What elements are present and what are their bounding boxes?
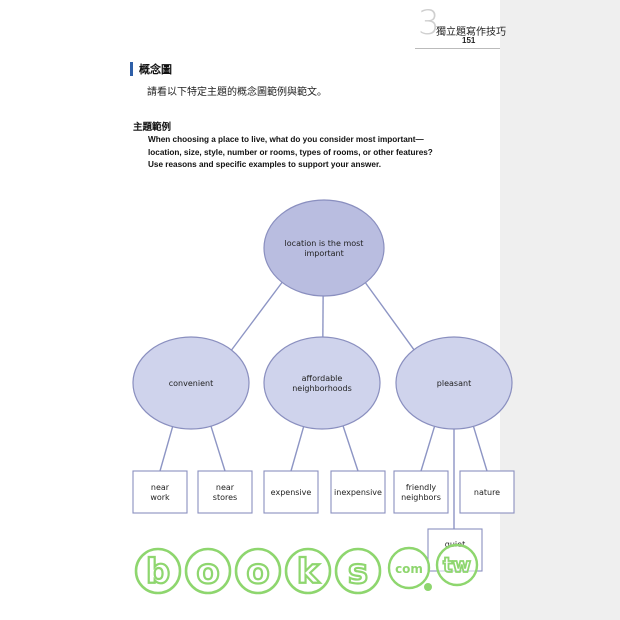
watermark-com: com xyxy=(395,562,423,576)
leaf-detail-box xyxy=(263,470,319,514)
watermark-ring xyxy=(334,547,382,595)
section-accent-bar xyxy=(130,62,133,76)
branch-concept-node xyxy=(263,336,381,430)
chapter-number: 3 xyxy=(418,3,440,43)
branch-concept-label: affordable xyxy=(302,374,343,383)
watermark-ring xyxy=(435,543,479,587)
root-concept-node xyxy=(263,199,385,297)
section-heading: 概念圖 xyxy=(130,61,172,77)
branch-concept-label: convenient xyxy=(169,379,213,388)
watermark-ring xyxy=(134,547,182,595)
topic-label: 主題範例 xyxy=(133,122,172,133)
leaf-detail-box xyxy=(393,470,449,514)
connector-line xyxy=(364,281,416,351)
watermark-letter: o xyxy=(246,552,269,592)
connector-line xyxy=(290,421,306,472)
branch-concept-node xyxy=(132,336,250,430)
chapter-title: 獨立題寫作技巧 xyxy=(436,27,506,38)
connector-line xyxy=(209,421,226,472)
leaf-detail-box xyxy=(459,470,515,514)
leaf-detail-box xyxy=(197,470,253,514)
prompt-line: location, size, style, number or rooms, … xyxy=(148,147,433,157)
page-edge-strip xyxy=(500,0,620,620)
watermark-letter: s xyxy=(348,552,368,592)
watermark-letter: o xyxy=(196,552,219,592)
leaf-detail-label: stores xyxy=(213,493,237,502)
watermark-ring xyxy=(387,546,431,590)
watermark-ring xyxy=(234,547,282,595)
header-rule xyxy=(415,48,500,49)
prompt-line: Use reasons and specific examples to sup… xyxy=(148,160,381,169)
leaf-detail-label: friendly xyxy=(406,483,437,492)
watermark-ring xyxy=(184,547,232,595)
section-intro: 請看以下特定主題的概念圖範例與範文。 xyxy=(147,87,327,98)
topic-prompt: When choosing a place to live, what do y… xyxy=(148,134,500,172)
branch-concept-label: pleasant xyxy=(437,379,471,388)
leaf-detail-label: near xyxy=(151,483,170,492)
root-concept-label: location is the most xyxy=(285,239,364,248)
connector-line xyxy=(471,421,488,472)
concept-map-links xyxy=(159,281,488,529)
connector-line xyxy=(230,281,284,352)
page-number: 151 xyxy=(462,36,476,45)
watermark-tw: tw xyxy=(443,553,471,577)
leaf-detail-label: neighbors xyxy=(401,493,441,502)
section-title: 概念圖 xyxy=(139,63,172,76)
connector-line xyxy=(341,421,359,472)
leaf-detail-label: inexpensive xyxy=(334,488,382,497)
leaf-detail-label: work xyxy=(150,493,170,502)
leaf-detail-box xyxy=(132,470,188,514)
prompt-line: When choosing a place to live, what do y… xyxy=(148,135,424,144)
leaf-detail-box xyxy=(330,470,386,514)
watermark-letter: b xyxy=(146,552,170,592)
branch-concept-label: neighborhoods xyxy=(292,384,352,393)
watermark-ring xyxy=(284,547,332,595)
connector-line xyxy=(420,421,437,472)
watermark-letter: k xyxy=(297,552,321,592)
leaf-detail-label: near xyxy=(216,483,235,492)
root-concept-label: important xyxy=(304,249,344,258)
leaf-detail-label: nature xyxy=(474,488,500,497)
branch-concept-node xyxy=(395,336,513,430)
connector-line xyxy=(159,421,175,472)
watermark-dot xyxy=(424,583,432,591)
leaf-detail-label: expensive xyxy=(271,488,312,497)
